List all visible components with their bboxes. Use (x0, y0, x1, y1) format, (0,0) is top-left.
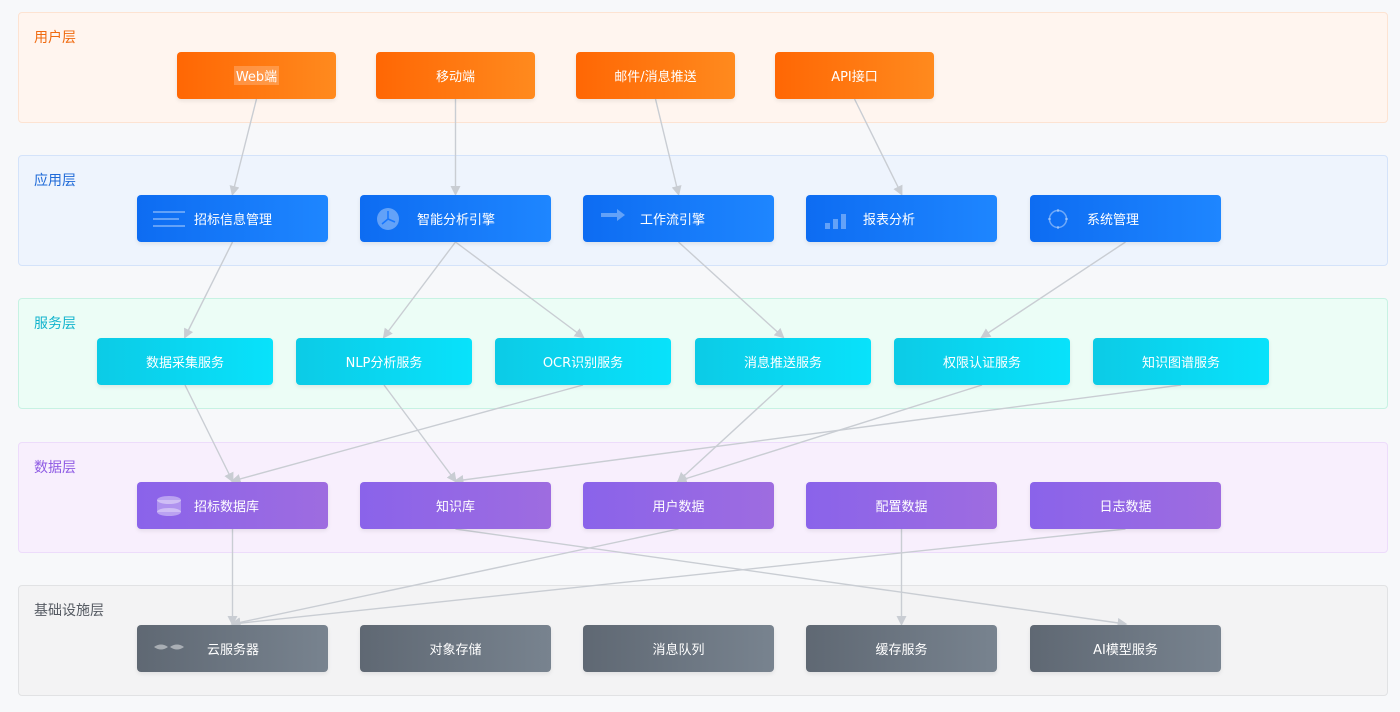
node-label: API接口 (831, 70, 878, 85)
node-system-management[interactable]: 系统管理 (1030, 195, 1221, 242)
node-message-push-service[interactable]: 消息推送服务 (695, 338, 871, 385)
node-cloud-server[interactable]: 云服务器 (137, 625, 328, 672)
node-label: AI模型服务 (1093, 643, 1158, 658)
node-label: 消息推送服务 (743, 356, 822, 371)
gear-icon (1048, 209, 1068, 229)
node-label: 招标信息管理 (194, 213, 273, 228)
node-label: 日志数据 (1099, 500, 1152, 515)
node-bid-database[interactable]: 招标数据库 (137, 482, 328, 529)
service-layer-title: 服务层 (34, 316, 76, 332)
node-label: 知识库 (435, 500, 475, 515)
node-cache-service[interactable]: 缓存服务 (806, 625, 997, 672)
node-email-push[interactable]: 邮件/消息推送 (576, 52, 735, 99)
node-report-analysis[interactable]: 报表分析 (806, 195, 997, 242)
node-label: OCR识别服务 (542, 356, 624, 371)
node-label: 缓存服务 (875, 643, 928, 658)
node-web-client[interactable]: Web端 (177, 52, 336, 99)
node-config-data[interactable]: 配置数据 (806, 482, 997, 529)
database-icon (157, 496, 181, 516)
node-smart-analysis-engine[interactable]: 智能分析引擎 (360, 195, 551, 242)
node-label: 邮件/消息推送 (614, 70, 697, 85)
node-label: 对象存储 (429, 643, 482, 658)
node-bid-info-management[interactable]: 招标信息管理 (137, 195, 328, 242)
node-data-collection-service[interactable]: 数据采集服务 (97, 338, 273, 385)
data-layer-title: 数据层 (34, 460, 76, 476)
node-message-queue[interactable]: 消息队列 (583, 625, 774, 672)
node-mobile-client[interactable]: 移动端 (376, 52, 535, 99)
node-label: 智能分析引擎 (417, 213, 496, 228)
node-ai-model-service[interactable]: AI模型服务 (1030, 625, 1221, 672)
node-label: 报表分析 (863, 213, 916, 228)
node-label: 消息队列 (652, 643, 705, 658)
app-layer-title: 应用层 (34, 173, 76, 189)
node-label: 配置数据 (875, 500, 928, 515)
node-label: Web端 (233, 66, 280, 85)
node-ocr-service[interactable]: OCR识别服务 (495, 338, 671, 385)
arrow-icon (601, 209, 625, 221)
node-label: NLP分析服务 (345, 356, 423, 371)
node-object-storage[interactable]: 对象存储 (360, 625, 551, 672)
node-label: 知识图谱服务 (1141, 356, 1220, 371)
node-label: 系统管理 (1087, 213, 1140, 228)
node-knowledge-graph-service[interactable]: 知识图谱服务 (1093, 338, 1269, 385)
node-label: 云服务器 (207, 643, 260, 658)
node-label: 招标数据库 (194, 500, 260, 515)
node-label: 移动端 (435, 70, 475, 85)
node-auth-service[interactable]: 权限认证服务 (894, 338, 1070, 385)
node-user-data[interactable]: 用户数据 (583, 482, 774, 529)
node-knowledge-base[interactable]: 知识库 (360, 482, 551, 529)
node-label: 权限认证服务 (942, 356, 1021, 371)
infra-layer-title: 基础设施层 (34, 603, 104, 619)
node-nlp-service[interactable]: NLP分析服务 (296, 338, 472, 385)
node-label: 用户数据 (652, 500, 705, 515)
user-layer-title: 用户层 (34, 30, 76, 46)
node-log-data[interactable]: 日志数据 (1030, 482, 1221, 529)
node-workflow-engine[interactable]: 工作流引擎 (583, 195, 774, 242)
pie-icon (377, 208, 399, 230)
bar-chart-icon (825, 214, 846, 229)
node-api[interactable]: API接口 (775, 52, 934, 99)
list-icon (153, 211, 185, 227)
node-label: 数据采集服务 (145, 356, 224, 371)
cloud-icon (154, 644, 184, 650)
node-label: 工作流引擎 (640, 213, 706, 228)
